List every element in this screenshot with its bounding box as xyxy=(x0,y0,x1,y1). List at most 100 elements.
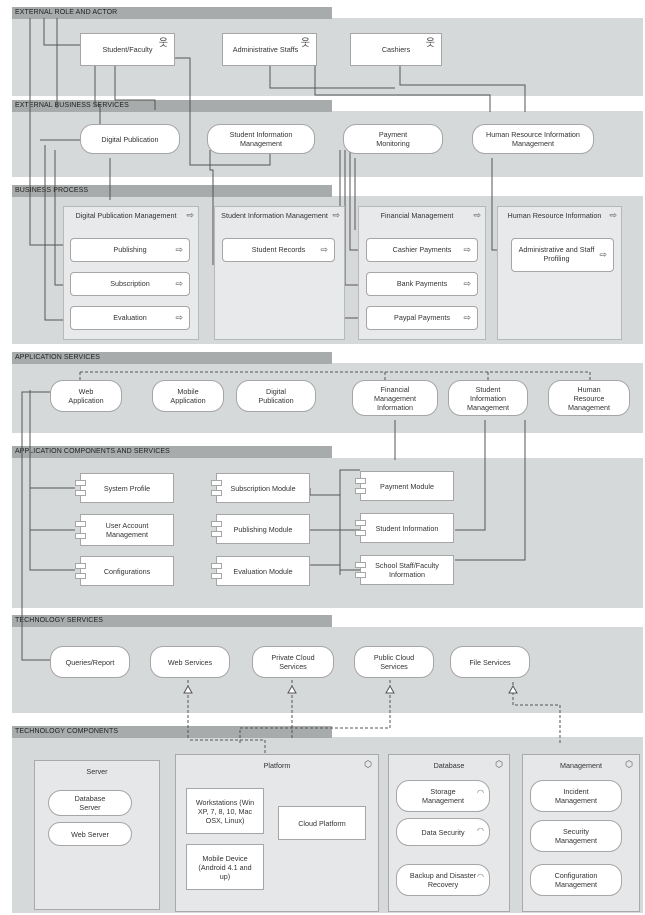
component-label: Payment Module xyxy=(380,481,434,491)
system-software-label: Backup and Disaster Recovery xyxy=(409,871,477,889)
tech-service-file-services[interactable]: File Services xyxy=(450,646,530,678)
tech-service-queries-report[interactable]: Queries/Report xyxy=(50,646,130,678)
component-label: School Staff/Faculty Information xyxy=(375,561,439,579)
process-evaluation[interactable]: Evaluation⇨ xyxy=(70,306,190,330)
app-service-financial-management[interactable]: Financial Management Information xyxy=(352,380,438,416)
service-label: Payment Monitoring xyxy=(376,130,410,148)
device-label: Cloud Platform xyxy=(298,818,346,828)
system-software-label: Data Security xyxy=(421,827,465,837)
component-publishing-module[interactable]: Publishing Module xyxy=(211,514,310,544)
service-label: Student Information Management xyxy=(467,384,509,412)
system-software-security-management[interactable]: Security Management xyxy=(530,820,622,852)
system-software-icon: ◠ xyxy=(477,788,484,797)
process-label: Cashier Payments xyxy=(392,244,452,254)
device-mobile[interactable]: Mobile Device (Android 4.1 and up) xyxy=(186,844,264,890)
process-paypal-payments[interactable]: Paypal Payments⇨ xyxy=(366,306,478,330)
system-software-backup-recovery[interactable]: Backup and Disaster Recovery ◠ xyxy=(396,864,490,896)
actor-label: Administrative Staffs xyxy=(232,45,299,54)
system-software-icon: ◠ xyxy=(477,826,484,835)
service-label: Queries/Report xyxy=(65,657,115,667)
app-service-web-application[interactable]: Web Application xyxy=(50,380,122,412)
system-software-configuration-management[interactable]: Configuration Management xyxy=(530,864,622,896)
system-software-incident-management[interactable]: Incident Management xyxy=(530,780,622,812)
process-publishing[interactable]: Publishing⇨ xyxy=(70,238,190,262)
process-arrow-icon: ⇨ xyxy=(463,244,471,255)
tech-service-private-cloud[interactable]: Private Cloud Services xyxy=(252,646,334,678)
process-cashier-payments[interactable]: Cashier Payments ⇨ xyxy=(366,238,478,262)
system-software-label: Database Server xyxy=(74,794,106,812)
node-icon: ⬡ xyxy=(625,759,633,769)
component-label: Publishing Module xyxy=(233,524,293,534)
ext-service-digital-publication[interactable]: Digital Publication xyxy=(80,124,180,154)
tech-service-web-services[interactable]: Web Services xyxy=(150,646,230,678)
node-title: Management xyxy=(560,761,602,770)
system-software-data-security[interactable]: Data Security ◠ xyxy=(396,818,490,846)
device-label: Workstations (Win XP, 7, 8, 10, Mac OSX,… xyxy=(195,797,255,825)
process-bank-payments[interactable]: Bank Payments⇨ xyxy=(366,272,478,296)
component-label: Student Information xyxy=(375,523,439,533)
component-label: Evaluation Module xyxy=(233,566,293,576)
actor-label: Student/Faculty xyxy=(102,45,153,54)
actor-student-faculty[interactable]: Student/Faculty 웃 xyxy=(80,33,175,66)
service-label: Web Application xyxy=(68,387,104,405)
process-group-title: Human Resource Information xyxy=(507,211,602,220)
component-icon xyxy=(355,520,366,526)
process-label: Student Records xyxy=(251,244,306,254)
tech-service-public-cloud[interactable]: Public Cloud Services xyxy=(354,646,434,678)
node-title: Server xyxy=(86,767,108,776)
actor-administrative-staffs[interactable]: Administrative Staffs 웃 xyxy=(222,33,317,66)
component-label: Configurations xyxy=(103,566,151,576)
process-subscription[interactable]: Subscription⇨ xyxy=(70,272,190,296)
component-subscription-module[interactable]: Subscription Module xyxy=(211,473,310,503)
process-label: Bank Payments xyxy=(396,278,448,288)
system-software-web-server[interactable]: Web Server xyxy=(48,822,132,846)
process-student-records[interactable]: Student Records⇨ xyxy=(222,238,335,262)
component-icon xyxy=(211,573,222,579)
component-evaluation-module[interactable]: Evaluation Module xyxy=(211,556,310,586)
component-icon xyxy=(355,572,366,578)
cloud-platform[interactable]: Cloud Platform xyxy=(278,806,366,840)
system-software-icon: ◠ xyxy=(477,872,484,881)
component-student-information[interactable]: Student Information xyxy=(355,513,454,543)
system-software-label: Configuration Management xyxy=(554,871,598,889)
component-payment-module[interactable]: Payment Module xyxy=(355,471,454,501)
actor-cashiers[interactable]: Cashiers 웃 xyxy=(350,33,442,66)
layer-label-technology-services: TECHNOLOGY SERVICES xyxy=(12,615,332,627)
system-software-label: Incident Management xyxy=(555,787,597,805)
process-label: Publishing xyxy=(113,244,147,254)
layer-label-external-role: EXTERNAL ROLE AND ACTOR xyxy=(12,7,332,19)
device-workstations[interactable]: Workstations (Win XP, 7, 8, 10, Mac OSX,… xyxy=(186,788,264,834)
component-icon xyxy=(75,490,86,496)
ext-service-payment-monitoring[interactable]: Payment Monitoring xyxy=(343,124,443,154)
component-icon xyxy=(75,563,86,569)
component-icon xyxy=(75,573,86,579)
component-icon xyxy=(211,521,222,527)
app-service-student-information[interactable]: Student Information Management xyxy=(448,380,528,416)
component-system-profile[interactable]: System Profile xyxy=(75,473,174,503)
component-user-account-management[interactable]: User Account Management xyxy=(75,514,174,546)
component-icon xyxy=(211,563,222,569)
service-label: Financial Management Information xyxy=(374,384,416,412)
app-service-mobile-application[interactable]: Mobile Application xyxy=(152,380,224,412)
app-service-digital-publication[interactable]: Digital Publication xyxy=(236,380,316,412)
system-software-label: Web Server xyxy=(71,829,109,839)
component-label: User Account Management xyxy=(105,521,149,539)
process-label: Evaluation xyxy=(113,312,147,322)
layer-label-business-process: BUSINESS PROCESS xyxy=(12,185,332,197)
system-software-storage-management[interactable]: Storage Management ◠ xyxy=(396,780,490,812)
process-arrow-icon: ⇨ xyxy=(175,278,183,289)
system-software-label: Storage Management xyxy=(422,787,464,805)
service-label: Public Cloud Services xyxy=(373,653,415,671)
service-label: Digital Publication xyxy=(101,134,159,144)
process-arrow-icon: ⇨ xyxy=(332,210,340,220)
component-configurations[interactable]: Configurations xyxy=(75,556,174,586)
system-software-database-server[interactable]: Database Server xyxy=(48,790,132,816)
process-admin-staff-profiling[interactable]: Administrative and Staff Profiling⇨ xyxy=(511,238,614,272)
service-label: Web Services xyxy=(167,657,213,667)
component-icon xyxy=(355,530,366,536)
ext-service-student-information-management[interactable]: Student Information Management xyxy=(207,124,315,154)
device-label: Mobile Device (Android 4.1 and up) xyxy=(198,853,252,881)
component-school-staff-faculty-information[interactable]: School Staff/Faculty Information xyxy=(355,555,454,585)
app-service-hr-management[interactable]: Human Resource Management xyxy=(548,380,630,416)
ext-service-hr-information-management[interactable]: Human Resource Information Management xyxy=(472,124,594,154)
